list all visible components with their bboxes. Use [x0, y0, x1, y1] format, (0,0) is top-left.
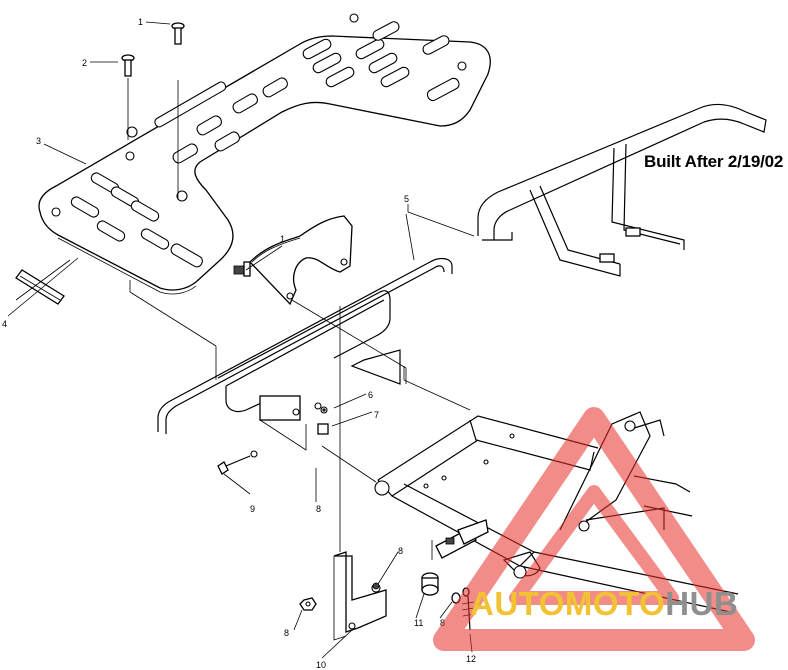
rack-leaders — [127, 78, 407, 384]
clamp-bracket-part-11 — [421, 519, 489, 596]
callout-labels: 1 2 3 4 1 5 6 7 9 8 8 8 8 11 10 12 — [2, 17, 476, 670]
mounting-bracket — [233, 215, 353, 306]
callout-7: 7 — [374, 410, 379, 420]
bracket-part-10 — [333, 306, 387, 641]
callout-5: 5 — [404, 194, 409, 204]
callout-4: 4 — [2, 319, 7, 329]
fastener-nut-8-left — [299, 597, 317, 611]
screw-part-1-top — [171, 22, 185, 45]
callout-10: 10 — [316, 660, 326, 670]
callout-1-top: 1 — [138, 17, 143, 27]
rack-slots — [51, 13, 467, 268]
callout-12: 12 — [466, 654, 476, 664]
watermark-auto: AUTO — [470, 585, 565, 622]
watermark-hub: HUB — [665, 585, 739, 622]
callout-1-bracket: 1 — [280, 234, 285, 244]
rear-rack — [38, 13, 491, 295]
callout-9: 9 — [250, 504, 255, 514]
callout-8-center: 8 — [316, 504, 321, 514]
callout-8-bracket: 8 — [398, 546, 403, 556]
screw-part-2 — [121, 54, 135, 77]
callout-3: 3 — [36, 136, 41, 146]
watermark-logo-text: AUTOMOTOHUB — [470, 585, 738, 623]
callout-6: 6 — [368, 390, 373, 400]
atv-frame — [321, 366, 739, 613]
reflector-part-4 — [15, 259, 71, 305]
callout-8-left: 8 — [284, 628, 289, 638]
callout-leaders — [7, 21, 475, 659]
watermark-triangle — [433, 407, 755, 651]
fastener-nut-8-bracket — [372, 582, 380, 590]
fastener-6-7 — [320, 406, 328, 414]
callout-2: 2 — [82, 58, 87, 68]
rack-support-frame — [157, 213, 453, 451]
built-after-note: Built After 2/19/02 — [644, 152, 784, 171]
watermark-moto: MOTO — [564, 585, 666, 622]
callout-11: 11 — [414, 618, 423, 628]
revised-rack-support — [477, 103, 767, 277]
fastener-bolt-9 — [217, 450, 258, 475]
